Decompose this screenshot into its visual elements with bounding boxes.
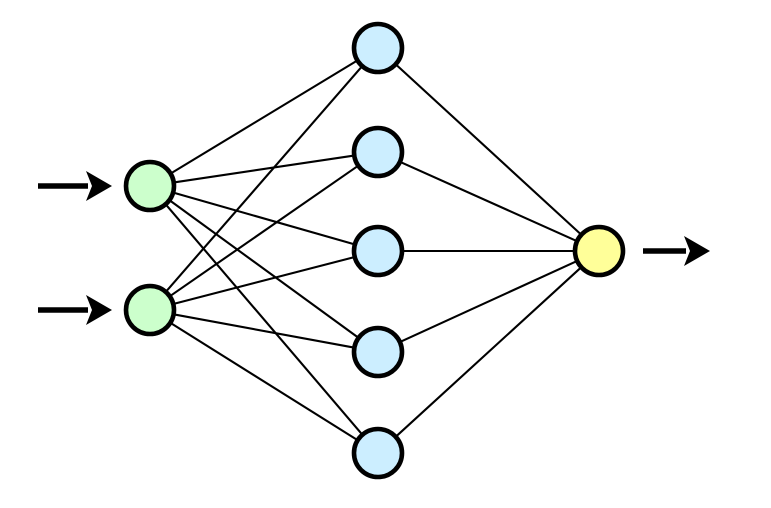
- edge-i2-to-h5: [168, 321, 360, 442]
- edge-i2-to-h1: [163, 64, 365, 294]
- edge-i1-to-h4: [167, 198, 361, 340]
- input-node-1[interactable]: [123, 159, 177, 213]
- input-node-2[interactable]: [123, 283, 177, 337]
- hidden-node-2[interactable]: [351, 125, 405, 179]
- output-layer: [572, 224, 626, 278]
- edge-i1-to-h5: [163, 202, 365, 437]
- edge-h2-to-o1: [398, 160, 579, 243]
- nodes-group: [123, 21, 626, 480]
- edge-i2-to-h4: [171, 313, 357, 349]
- edge-i1-to-h3: [171, 191, 357, 246]
- input-arrow-2: [38, 295, 112, 325]
- arrows-group: [38, 171, 710, 325]
- output-arrow-1: [643, 236, 710, 266]
- edge-i2-to-h2: [167, 163, 361, 299]
- edge-i1-to-h2: [172, 154, 356, 184]
- edge-i1-to-h1: [168, 58, 360, 176]
- hidden-node-5[interactable]: [351, 426, 405, 480]
- output-arrow-1-head: [684, 236, 710, 266]
- edge-h4-to-o1: [398, 259, 579, 344]
- edges-group: [163, 58, 584, 442]
- input-arrow-1: [38, 171, 112, 201]
- hidden-layer: [351, 21, 405, 480]
- edge-h1-to-o1: [393, 62, 584, 237]
- edge-i2-to-h3: [171, 255, 357, 306]
- edge-h5-to-o1: [393, 265, 584, 439]
- hidden-node-1[interactable]: [351, 21, 405, 75]
- output-node-1[interactable]: [572, 224, 626, 278]
- input-arrow-1-head: [86, 171, 112, 201]
- input-arrow-2-head: [86, 295, 112, 325]
- hidden-node-4[interactable]: [351, 325, 405, 379]
- hidden-node-3[interactable]: [351, 224, 405, 278]
- input-layer: [123, 159, 177, 337]
